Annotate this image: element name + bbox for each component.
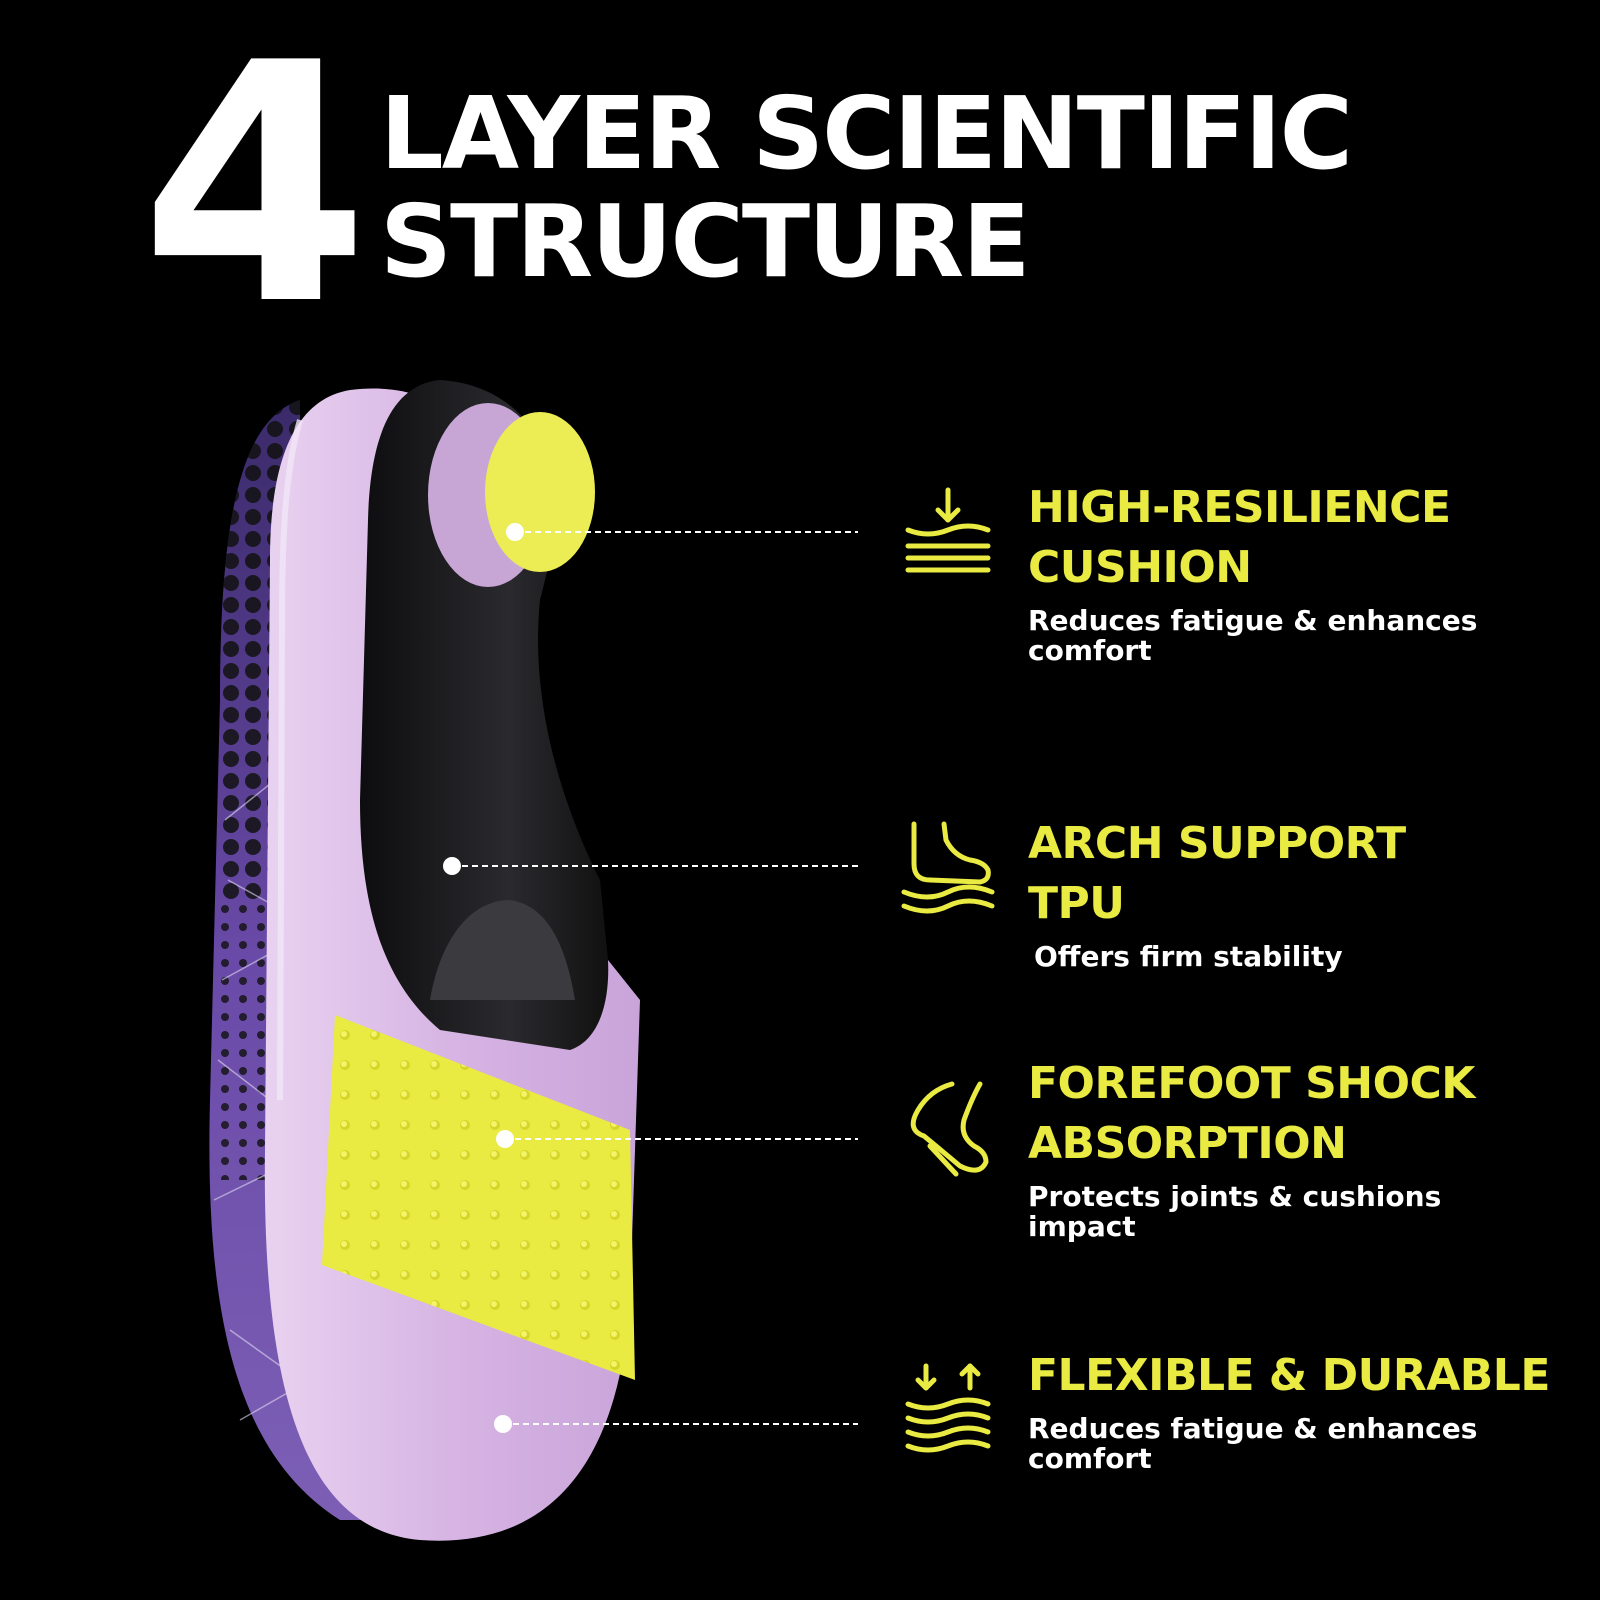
page-title: LAYER SCIENTIFIC STRUCTURE — [380, 75, 1353, 300]
feature-high-resilience-cushion: HIGH-RESILIENCE CUSHION Reduces fatigue … — [1028, 478, 1588, 666]
feature-description: Protects joints & cushions impact — [1028, 1180, 1442, 1243]
heel-cushion — [485, 412, 595, 572]
callout-lines — [452, 531, 858, 1425]
feature-arch-support-tpu: ARCH SUPPORT TPU Offers firm stability — [1028, 814, 1588, 972]
compression-layers-icon — [905, 487, 991, 573]
forefoot-pad — [322, 1015, 635, 1380]
feature-title: FOREFOOT SHOCK ABSORPTION — [1028, 1058, 1475, 1169]
feature-description: Offers firm stability — [1034, 940, 1343, 973]
feature-title: ARCH SUPPORT TPU — [1028, 818, 1406, 929]
feature-description: Reduces fatigue & enhances comfort — [1028, 604, 1478, 667]
callout-dots — [443, 523, 524, 1433]
title-line-1: LAYER SCIENTIFIC — [380, 75, 1353, 192]
feature-flexible-durable: FLEXIBLE & DURABLE Reduces fatigue & enh… — [1028, 1346, 1588, 1474]
foot-arch-icon — [901, 821, 995, 914]
feature-title: HIGH-RESILIENCE CUSHION — [1028, 482, 1451, 593]
header: 4 LAYER SCIENTIFIC STRUCTURE — [0, 0, 1600, 350]
feature-forefoot-shock-absorption: FOREFOOT SHOCK ABSORPTION Protects joint… — [1028, 1054, 1588, 1242]
forefoot-icon — [910, 1081, 989, 1177]
feature-title: FLEXIBLE & DURABLE — [1028, 1350, 1550, 1401]
flex-layers-icon — [905, 1363, 991, 1453]
feature-description: Reduces fatigue & enhances comfort — [1028, 1412, 1478, 1475]
insole-illustration — [209, 380, 858, 1541]
layer-count: 4 — [140, 0, 370, 377]
title-line-2: STRUCTURE — [380, 183, 1031, 300]
